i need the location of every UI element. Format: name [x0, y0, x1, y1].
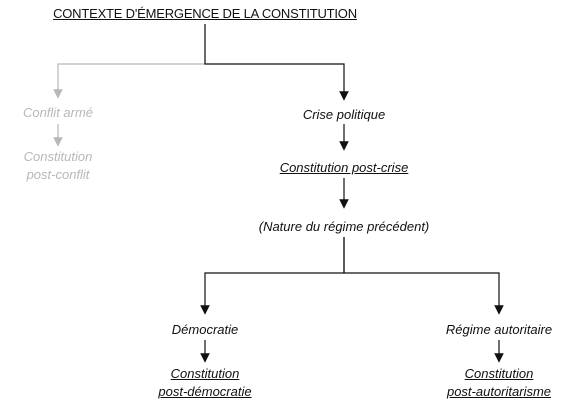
node-democracy: Démocratie	[171, 322, 239, 337]
node-previous-regime-question: (Nature du régime précédent)	[258, 219, 430, 234]
node-post-authoritarianism-line2: post-autoritarisme	[446, 384, 552, 399]
node-authoritarian-regime: Régime autoritaire	[445, 322, 553, 337]
node-post-democracy-line1: Constitution	[170, 366, 240, 381]
node-post-conflict-line1: Constitution	[23, 149, 93, 164]
faded-branch-connectors	[53, 24, 206, 147]
node-post-conflict-line2: post-conflit	[26, 167, 90, 182]
node-crisis: Crise politique	[302, 107, 386, 122]
connector-title-to-crisis	[204, 24, 349, 101]
node-post-democracy-line2: post-démocratie	[158, 384, 252, 399]
node-post-democracy-constitution: Constitution post-démocratie	[158, 365, 251, 401]
node-conflict: Conflit armé	[22, 105, 94, 120]
node-post-conflict: Constitution post-conflit	[24, 148, 93, 184]
diagram-title: CONTEXTE D'ÉMERGENCE DE LA CONSTITUTION	[53, 6, 357, 21]
active-branch-connectors	[200, 24, 504, 363]
node-post-authoritarianism-constitution: Constitution post-autoritarisme	[447, 365, 551, 401]
node-post-authoritarianism-line1: Constitution	[464, 366, 534, 381]
connector-title-to-conflict	[53, 24, 206, 99]
connector-question-to-authoritarian	[343, 237, 504, 315]
connector-question-to-democracy	[200, 237, 345, 315]
node-post-crisis-constitution: Constitution post-crise	[279, 160, 409, 175]
